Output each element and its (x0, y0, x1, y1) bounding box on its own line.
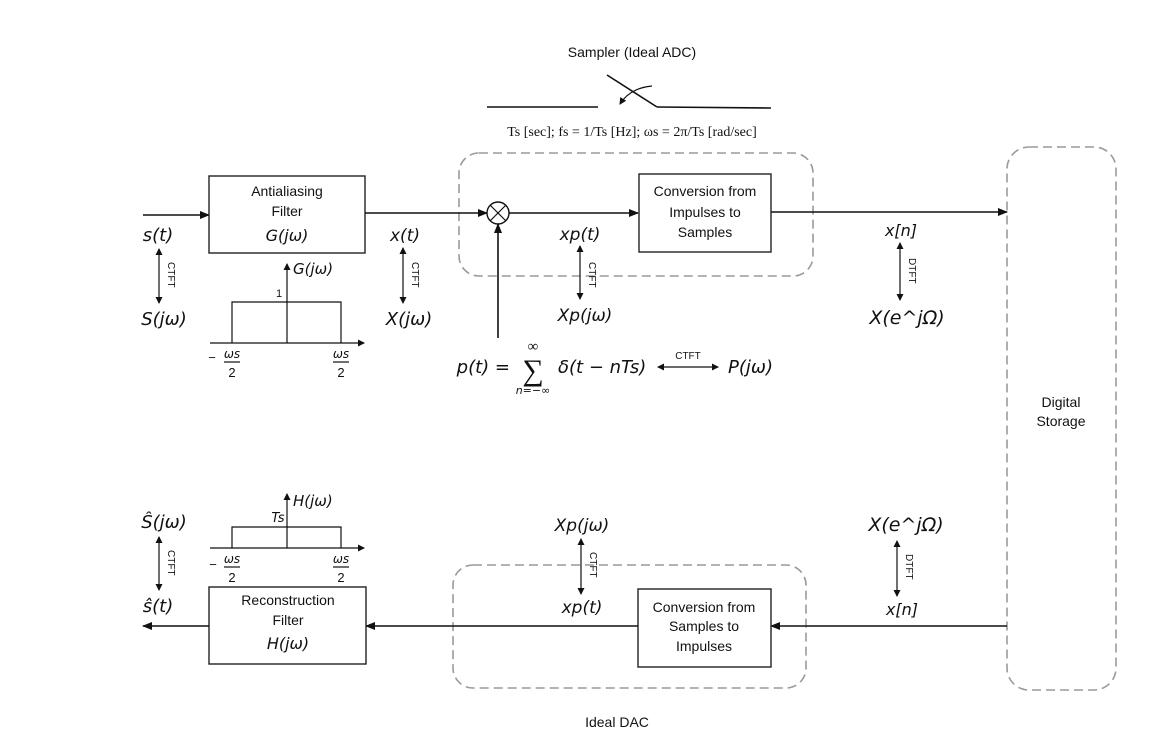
sampling-parameters: Ts [sec]; fs = 1/Ts [Hz]; ωs = 2π/Ts [ra… (507, 125, 757, 140)
reconstruction-filter-label-2: Filter (272, 612, 303, 628)
xp-t-label: xp(t) (559, 225, 601, 245)
g-frequency-plot (210, 263, 365, 347)
ctft-label: CTFT (409, 262, 420, 288)
h-plot-right-den: 2 (337, 570, 344, 585)
g-plot-left-num: ωs (224, 347, 240, 361)
h-plot-left-den: 2 (228, 570, 235, 585)
ideal-dac-label: Ideal DAC (585, 714, 649, 730)
i2s-label-1: Conversion from (654, 183, 757, 199)
h-frequency-plot (210, 493, 365, 552)
digital-storage-label-2: Storage (1036, 413, 1085, 429)
p-t-lhs: p(t) = (456, 357, 510, 378)
g-plot-minus: − (208, 350, 216, 365)
antialiasing-filter-label-1: Antialiasing (251, 183, 323, 199)
antialiasing-filter-block[interactable] (208, 175, 366, 254)
samples-to-impulses-block[interactable] (637, 588, 772, 668)
multiplier-icon (486, 201, 510, 225)
S-jw-label: S(jω) (141, 309, 187, 330)
g-plot-right-num: ωs (333, 347, 349, 361)
sampler-title: Sampler (Ideal ADC) (568, 44, 696, 60)
ctft-label: CTFT (586, 262, 597, 288)
sum-lower-limit: n=−∞ (516, 384, 551, 397)
h-plot-right-num: ωs (333, 552, 349, 566)
X-jw-label: X(jω) (385, 309, 432, 330)
Xp-jw-bottom-label: Xp(jω) (554, 516, 610, 536)
shat-t-label: ŝ(t) (143, 596, 173, 617)
impulses-to-samples-block[interactable] (638, 173, 772, 253)
reconstruction-filter-block[interactable] (208, 586, 367, 665)
sum-symbol: ∑ (522, 354, 543, 387)
ctft-label: CTFT (165, 550, 176, 576)
X-ejW-label: X(e^jΩ) (868, 307, 944, 329)
sampler-group-outline (458, 152, 814, 277)
s-t-label: s(t) (143, 225, 173, 246)
s2i-label-2: Samples to (669, 618, 739, 634)
g-plot-ylabel: G(jω) (293, 260, 333, 278)
dtft-label: DTFT (903, 554, 914, 580)
ctft-label: CTFT (165, 262, 176, 288)
digital-storage-label-1: Digital (1042, 394, 1081, 410)
s2i-label-1: Conversion from (653, 599, 756, 615)
g-plot-left-den: 2 (228, 365, 235, 380)
h-plot-height: Ts (271, 511, 284, 526)
g-plot-right-den: 2 (337, 365, 344, 380)
g-plot-height: 1 (276, 288, 282, 300)
ctft-label: CTFT (675, 351, 701, 362)
P-jw-label: P(jω) (728, 357, 773, 378)
delta-term: δ(t − nTs) (558, 357, 646, 378)
h-plot-left-num: ωs (224, 552, 240, 566)
switch-icon (487, 74, 772, 109)
reconstruction-filter-tf: H(jω) (267, 634, 309, 653)
Xp-jw-label: Xp(jω) (557, 306, 613, 326)
antialiasing-filter-label-2: Filter (271, 203, 302, 219)
h-plot-minus: − (209, 557, 217, 572)
h-plot-ylabel: H(jω) (293, 492, 333, 510)
x-n-bottom-label: x[n] (885, 600, 918, 619)
ctft-label: CTFT (587, 552, 598, 578)
reconstruction-filter-label-1: Reconstruction (241, 592, 334, 608)
Shat-jw-label: Ŝ(jω) (141, 511, 187, 533)
antialiasing-filter-tf: G(jω) (266, 226, 309, 245)
sum-upper-limit: ∞ (528, 339, 539, 355)
i2s-label-3: Samples (678, 224, 732, 240)
xp-t-bottom-label: xp(t) (561, 598, 603, 618)
x-t-label: x(t) (389, 226, 420, 246)
x-n-label: x[n] (884, 221, 917, 240)
X-ejW-bottom-label: X(e^jΩ) (867, 514, 943, 536)
s2i-label-3: Impulses (676, 638, 732, 654)
digital-storage-block[interactable] (1006, 146, 1117, 691)
i2s-label-2: Impulses to (669, 204, 741, 220)
dtft-label: DTFT (906, 258, 917, 284)
